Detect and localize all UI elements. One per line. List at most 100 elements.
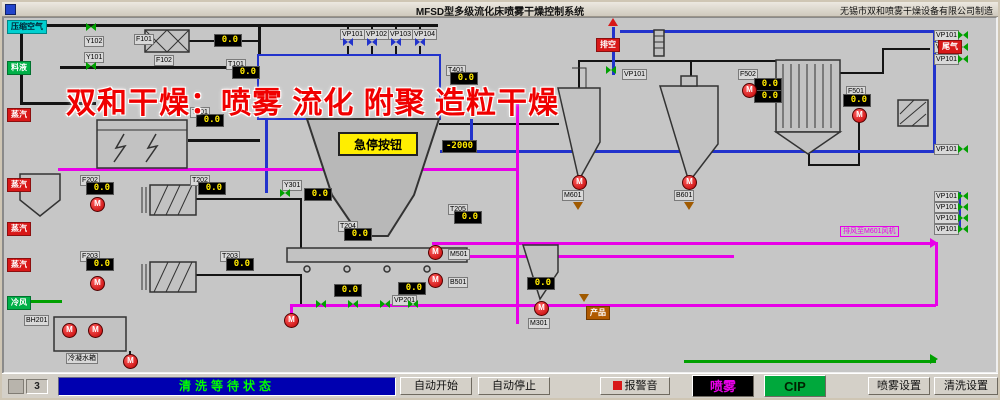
valve-icon[interactable] <box>958 203 968 211</box>
pipe-segment <box>300 200 302 248</box>
value-display: 0.0 <box>527 277 555 290</box>
pipe-segment <box>371 46 373 55</box>
pump-motor-icon[interactable]: M <box>742 83 757 98</box>
valve-icon[interactable] <box>606 66 616 74</box>
emergency-stop-button[interactable]: 急停按钮 <box>338 132 418 156</box>
alarm-sound-icon <box>612 380 622 390</box>
pipe-segment <box>440 150 940 153</box>
pump-motor-icon[interactable]: M <box>88 323 103 338</box>
alarm-mute-button[interactable]: 报警音 <box>600 377 670 395</box>
pump-motor-icon[interactable]: M <box>428 245 443 260</box>
pump-motor-icon[interactable]: M <box>534 301 549 316</box>
value-display: 0.0 <box>226 258 254 271</box>
valve-icon[interactable] <box>343 38 353 46</box>
cip-button[interactable]: CIP <box>764 375 826 397</box>
valve-icon[interactable] <box>958 145 968 153</box>
pipe-segment <box>60 66 260 69</box>
valve-icon[interactable] <box>86 23 96 31</box>
pipe-segment <box>516 102 519 324</box>
pipe-segment <box>300 276 302 304</box>
pipe-segment <box>419 46 421 55</box>
valve-icon[interactable] <box>316 300 326 308</box>
pipe-segment <box>188 139 260 142</box>
stream-label: 排空 <box>596 38 620 52</box>
value-display: 0.0 <box>344 228 372 241</box>
valve-icon[interactable] <box>958 31 968 39</box>
equipment-tag: M301 <box>528 318 550 329</box>
equipment-tag: VP101 <box>934 202 960 213</box>
manufacturer-label: 无锡市双和喷雾干燥设备有限公司制造 <box>839 6 993 16</box>
button-label: CIP <box>784 378 806 394</box>
pipe-segment <box>620 30 936 33</box>
pump-motor-icon[interactable]: M <box>62 323 77 338</box>
clean-settings-button[interactable]: 清洗设置 <box>934 377 998 395</box>
value-display: 0.0 <box>86 182 114 195</box>
equipment-tag: 冷凝水箱 <box>66 353 98 364</box>
equipment-tag: B601 <box>674 190 695 201</box>
stream-label: 尾气 <box>938 40 962 54</box>
pipe-segment <box>840 72 884 74</box>
stream-label: 蒸汽 <box>7 222 31 236</box>
pipe-segment <box>884 48 930 50</box>
equipment-tag: B501 <box>448 277 469 288</box>
pipe-segment <box>470 119 473 152</box>
button-label: 喷雾 <box>709 378 736 394</box>
flow-arrow <box>930 354 938 364</box>
steam-heater-2 <box>141 261 197 293</box>
pump-motor-icon[interactable]: M <box>284 313 299 328</box>
value-display: 0.0 <box>454 211 482 224</box>
valve-icon[interactable] <box>380 300 390 308</box>
spray-settings-button[interactable]: 喷雾设置 <box>868 377 930 395</box>
pipe-segment <box>684 360 936 363</box>
auto-stop-button[interactable]: 自动停止 <box>478 377 550 395</box>
stream-label: 蒸汽 <box>7 178 31 192</box>
valve-icon[interactable] <box>86 62 96 70</box>
pump-motor-icon[interactable]: M <box>572 175 587 190</box>
pump-motor-icon[interactable]: M <box>682 175 697 190</box>
valve-icon[interactable] <box>280 189 290 197</box>
pipe-segment <box>395 46 397 55</box>
window-title: MFSD型多级流化床喷雾干燥控制系统 <box>415 7 585 18</box>
value-display: 0.0 <box>304 188 332 201</box>
spray-button[interactable]: 喷雾 <box>692 375 754 397</box>
button-label: 清洗设置 <box>944 379 988 392</box>
equipment-tag: BH201 <box>24 315 50 326</box>
equipment-tag: M601 <box>562 190 584 201</box>
equipment-tag: F101 <box>134 34 154 45</box>
pump-motor-icon[interactable]: M <box>90 197 105 212</box>
value-display: 0.0 <box>450 72 478 85</box>
exhaust-fan-box <box>897 99 929 127</box>
schematic-area: 双和干燥：喷雾 流化 附聚 造粒干燥 急停按钮 排风至M601风机 压缩空气料液… <box>2 2 1000 378</box>
valve-icon[interactable] <box>958 225 968 233</box>
silencer <box>653 29 665 57</box>
pipe-segment <box>432 255 734 258</box>
valve-icon[interactable] <box>348 300 358 308</box>
pump-motor-icon[interactable]: M <box>852 108 867 123</box>
valve-icon[interactable] <box>408 300 418 308</box>
valve-icon[interactable] <box>958 55 968 63</box>
pipe-segment <box>20 102 96 105</box>
valve-icon[interactable] <box>958 214 968 222</box>
pipe-segment <box>858 122 860 166</box>
pipe-segment <box>882 48 884 74</box>
value-display: 0.0 <box>334 284 362 297</box>
pump-motor-icon[interactable]: M <box>428 273 443 288</box>
status-banner: 清洗等待状态 <box>58 377 396 396</box>
pump-motor-icon[interactable]: M <box>90 276 105 291</box>
valve-icon[interactable] <box>391 38 401 46</box>
valve-icon[interactable] <box>415 38 425 46</box>
valve-icon[interactable] <box>958 192 968 200</box>
auto-start-button[interactable]: 自动开始 <box>400 377 472 395</box>
pipe-segment <box>808 154 810 166</box>
equipment-tag: F502 <box>738 69 758 80</box>
pipe-segment <box>578 60 796 62</box>
valve-icon[interactable] <box>367 38 377 46</box>
pipe-segment <box>58 168 518 171</box>
flow-arrow <box>930 238 938 248</box>
electrostatic-filter <box>96 119 188 169</box>
pump-motor-icon[interactable]: M <box>123 354 138 369</box>
value-display: 0.0 <box>86 258 114 271</box>
flow-arrow <box>684 202 694 210</box>
